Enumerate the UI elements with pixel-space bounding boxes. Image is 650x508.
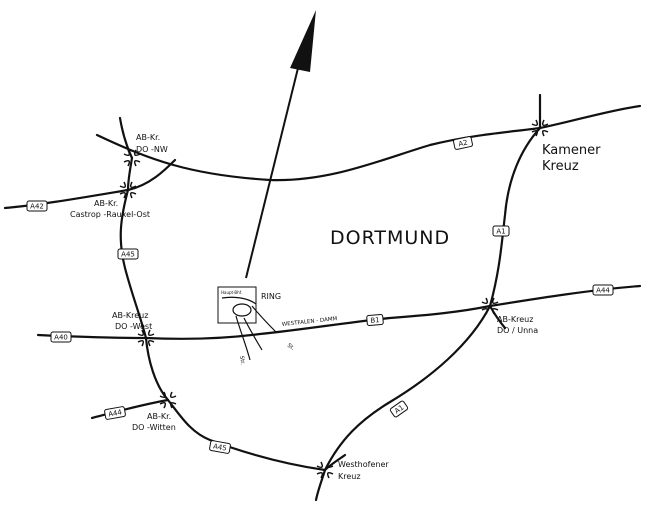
svg-text:AB-Kr.: AB-Kr. [136, 133, 160, 142]
interchange-nw-icon [123, 149, 141, 167]
shield-a1-east: A1 [492, 225, 510, 237]
road-a1-east [488, 126, 542, 308]
shield-a44-west: A44 [104, 406, 126, 420]
svg-text:A1: A1 [393, 403, 405, 415]
svg-text:A44: A44 [596, 287, 610, 295]
interchange-castrop-icon [119, 181, 137, 199]
svg-text:A2: A2 [458, 139, 469, 149]
road-nw-spur [118, 116, 134, 160]
north-arrow-icon [245, 10, 316, 279]
shield-a2: A2 [453, 136, 473, 150]
label-dortmund-nw: AB-Kr. DO -NW [136, 133, 168, 154]
label-do-witten: AB-Kr. DO -Witten [132, 412, 176, 432]
svg-text:DO -West: DO -West [115, 322, 152, 331]
road-nw-castrop [126, 156, 134, 192]
shield-a40: A40 [50, 331, 72, 343]
shield-a45-north: A45 [117, 248, 139, 260]
shield-b1: B1 [366, 313, 384, 327]
shield-a1-south: A1 [389, 400, 409, 418]
label-do-west: AB-Kreuz DO -West [112, 311, 152, 331]
city-name: DORTMUND [330, 227, 450, 249]
svg-text:AB-Kreuz: AB-Kreuz [497, 315, 533, 324]
svg-text:A42: A42 [30, 203, 44, 211]
svg-text:Kreuz: Kreuz [542, 159, 579, 174]
interchange-symbols [119, 119, 549, 479]
road-westhofen-south [314, 468, 327, 502]
westfalendamm-label: WESTFALEN - DAMM [282, 316, 338, 328]
label-kamen: Kamener Kreuz [542, 143, 601, 174]
svg-text:Castrop -Rauxel-Ost: Castrop -Rauxel-Ost [70, 210, 150, 219]
svg-text:DO -NW: DO -NW [136, 145, 168, 154]
road-a1-south [323, 304, 492, 472]
svg-text:AB-Kreuz: AB-Kreuz [112, 311, 148, 320]
label-do-unna: AB-Kreuz DO / Unna [497, 315, 538, 335]
label-westhofen: Westhofener Kreuz [338, 460, 389, 481]
svg-text:A45: A45 [212, 442, 227, 452]
inset-station-label: Haupt-Bhf. [221, 290, 242, 295]
road-a44-west [90, 398, 170, 420]
interchange-witten-icon [159, 391, 177, 409]
interchange-westhofen-icon [316, 461, 334, 479]
svg-text:A45: A45 [121, 251, 135, 259]
road-a45-north [119, 188, 148, 340]
svg-text:DO / Unna: DO / Unna [497, 326, 538, 335]
svg-text:A40: A40 [54, 334, 68, 342]
street-label-b: Str. [238, 355, 246, 365]
street-label-a: St. [286, 343, 296, 352]
svg-text:A44: A44 [108, 408, 123, 418]
shield-a42: A42 [26, 200, 48, 212]
roads [3, 93, 642, 502]
svg-text:A1: A1 [496, 228, 505, 236]
interchange-west-icon [137, 329, 155, 347]
svg-text:B1: B1 [370, 316, 380, 325]
city-center-inset: Haupt-Bhf. [217, 286, 277, 361]
interchange-kamen-icon [531, 119, 549, 137]
shield-a44-east: A44 [592, 284, 614, 296]
svg-text:Kreuz: Kreuz [338, 472, 361, 481]
ring-label: RING [261, 292, 281, 301]
svg-text:DO -Witten: DO -Witten [132, 423, 176, 432]
road-a40-b1 [36, 284, 642, 340]
svg-text:AB-Kr.: AB-Kr. [94, 199, 118, 208]
svg-text:Kamener: Kamener [542, 143, 601, 158]
shield-a45-south: A45 [209, 440, 231, 454]
label-castrop: AB-Kr. Castrop -Rauxel-Ost [70, 199, 150, 219]
svg-text:Westhofener: Westhofener [338, 460, 389, 469]
svg-text:AB-Kr.: AB-Kr. [147, 412, 171, 421]
road-a2 [95, 104, 642, 182]
interchange-unna-icon [481, 297, 499, 315]
road-unna-south [488, 304, 507, 330]
road-a45-south [144, 336, 327, 472]
